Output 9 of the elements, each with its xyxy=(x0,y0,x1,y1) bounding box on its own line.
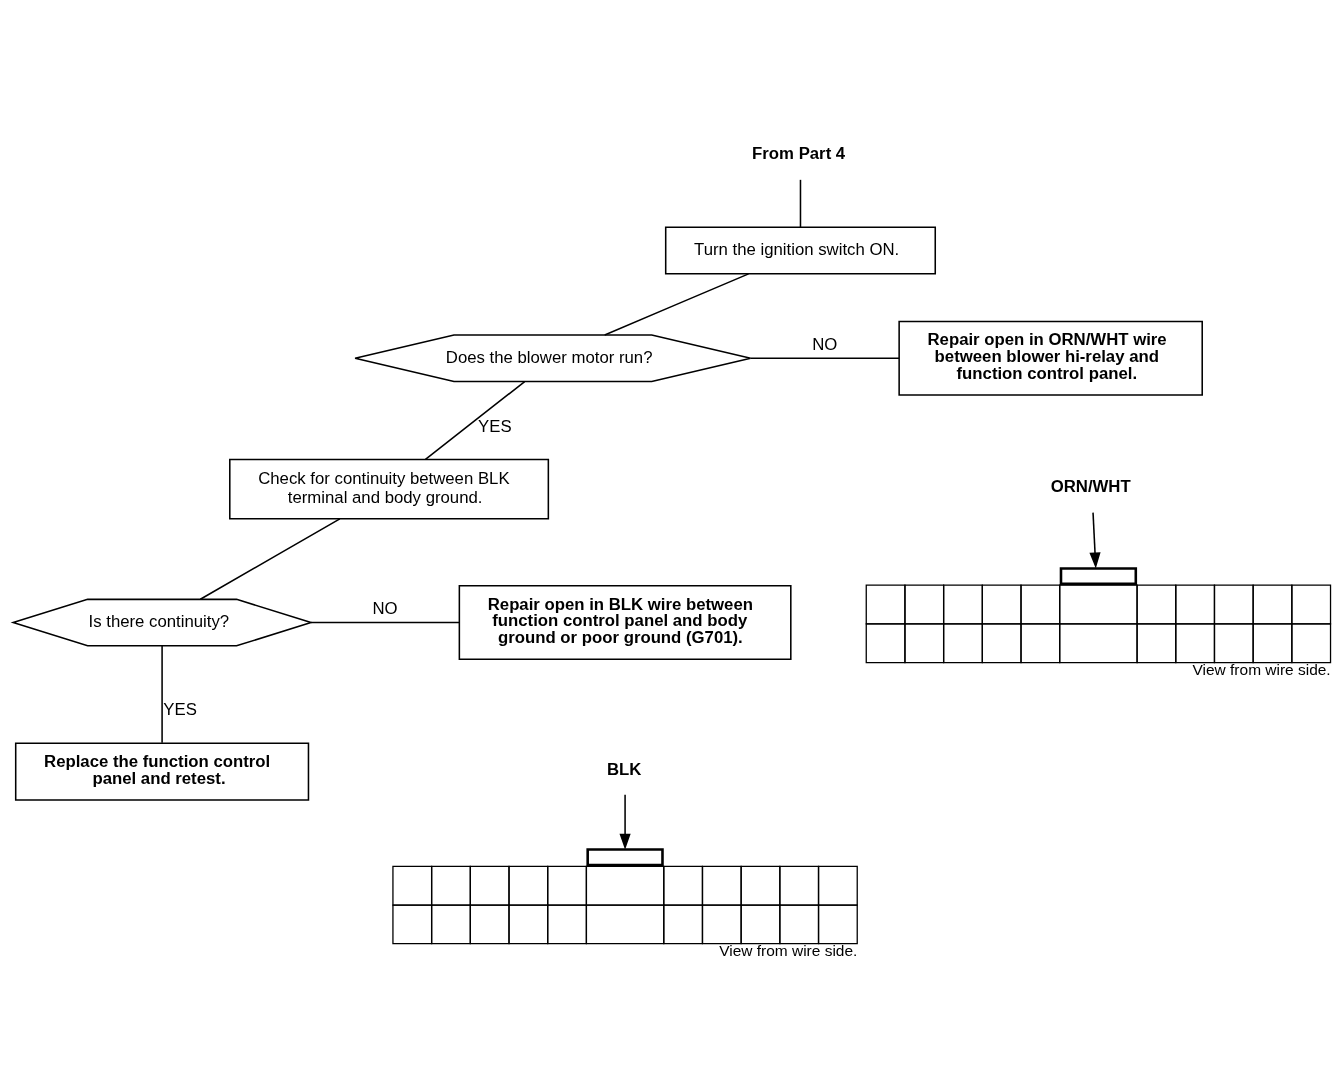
edge-label: YES xyxy=(163,699,197,719)
node-label: View from wire side. xyxy=(1192,660,1331,678)
edge-label: NO xyxy=(812,334,838,354)
node-label: View from wire side. xyxy=(719,941,858,959)
edge-label: NO xyxy=(372,598,398,618)
node-text: ORN/WHT xyxy=(1050,476,1131,496)
edge-label: YES xyxy=(478,416,512,436)
node-text: BLK xyxy=(607,759,642,779)
node-text: From Part 4 xyxy=(752,143,846,163)
